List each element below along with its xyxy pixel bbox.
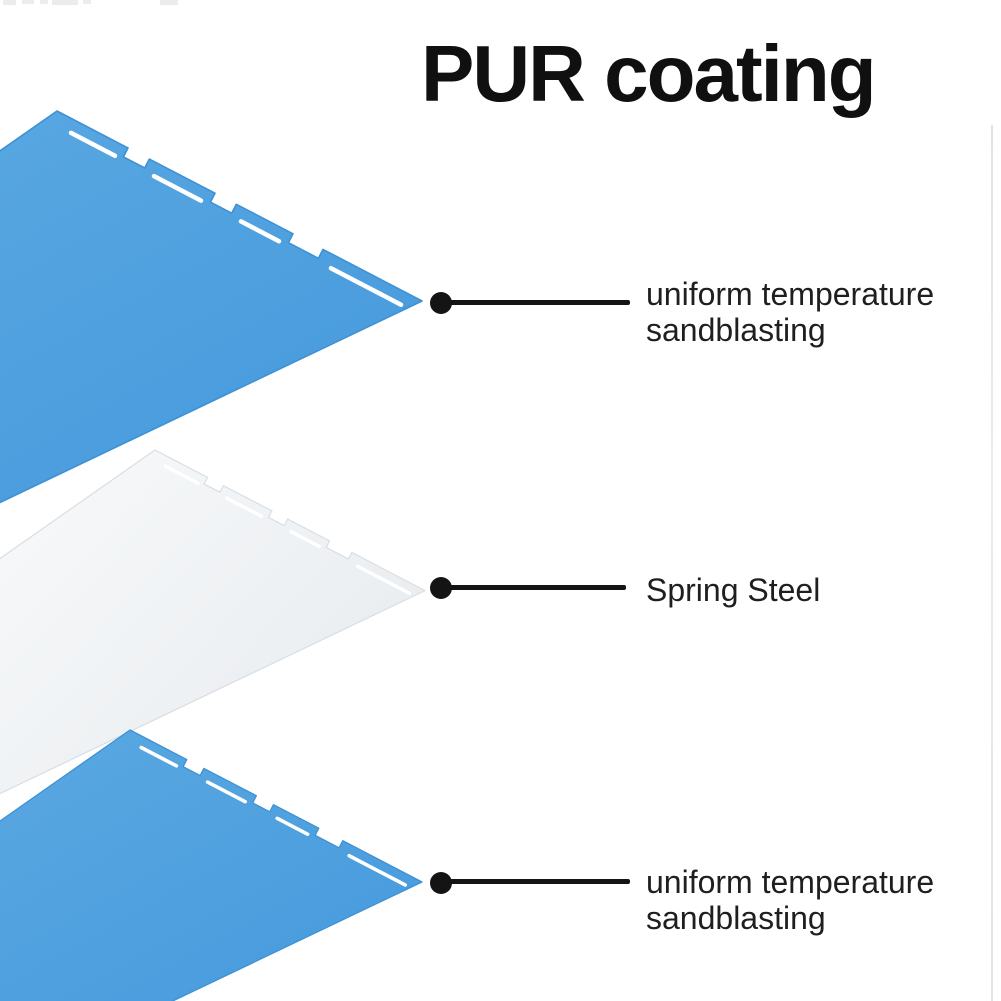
callout-label-bottom: uniform temperature sandblasting [646, 864, 934, 936]
top-edge-artifact [52, 0, 78, 5]
label-line: sandblasting [646, 900, 826, 936]
label-line: uniform temperature [646, 864, 935, 900]
right-edge-artifact [991, 125, 993, 1001]
callout-dot-top [430, 292, 452, 314]
callout-line-bottom [450, 879, 630, 884]
top-edge-artifact [22, 0, 34, 4]
top-edge-artifact [83, 0, 91, 4]
callout-label-middle: Spring Steel [646, 572, 820, 608]
top-edge-artifact [40, 0, 48, 4]
callout-dot-bottom [430, 872, 452, 894]
callout-dot-middle [430, 577, 452, 599]
callout-line-middle [450, 585, 626, 590]
label-line: Spring Steel [646, 572, 821, 608]
label-line: uniform temperature [646, 276, 935, 312]
plate-pur-bottom [0, 728, 424, 1001]
callout-label-top: uniform temperature sandblasting [646, 276, 934, 348]
label-line: sandblasting [646, 312, 826, 348]
top-edge-artifact [3, 0, 16, 5]
top-edge-artifact [160, 0, 178, 5]
page-title: PUR coating [421, 29, 877, 118]
callout-line-top [450, 300, 630, 305]
